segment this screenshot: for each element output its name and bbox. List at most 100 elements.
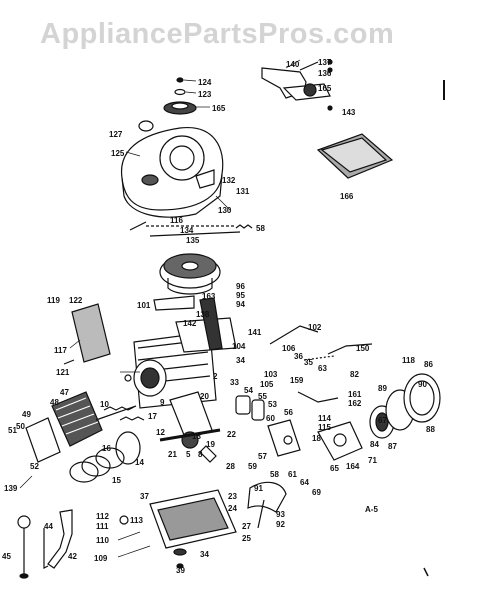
- part-label-166: 166: [340, 192, 354, 201]
- watermark: AppliancePartsPros.com: [40, 18, 395, 50]
- part-label-92: 92: [276, 520, 285, 529]
- part-label-51: 51: [8, 426, 17, 435]
- filter-pad-part: [316, 133, 394, 179]
- part-label-18: 18: [312, 434, 321, 443]
- part-label-58: 58: [256, 224, 265, 233]
- part-label-113: 113: [130, 516, 143, 525]
- part-label-65: 65: [330, 464, 339, 473]
- part-label-2: 2: [213, 372, 218, 381]
- part-label-64: 64: [300, 478, 309, 487]
- part-label-94: 94: [236, 300, 245, 309]
- part-label-87: 87: [388, 442, 397, 451]
- part-label-114: 114: [318, 414, 331, 423]
- part-label-69: 69: [312, 488, 321, 497]
- piston-part: [69, 431, 141, 483]
- part-label-124: 124: [198, 78, 212, 87]
- part-label-105: 105: [260, 380, 274, 389]
- part-label-39: 39: [176, 566, 185, 575]
- part-label-15: 15: [112, 476, 121, 485]
- part-label-24: 24: [228, 504, 237, 513]
- part-label-49: 49: [22, 410, 31, 419]
- part-label-14: 14: [135, 458, 144, 467]
- part-label-13: 13: [192, 432, 201, 441]
- part-label-60: 60: [266, 414, 275, 423]
- part-label-90: 90: [418, 380, 427, 389]
- part-label-19: 19: [206, 440, 215, 449]
- part-label-93: 93: [276, 510, 285, 519]
- part-label-45: 45: [2, 552, 11, 561]
- part-label-134: 134: [180, 226, 194, 235]
- part-label-63: 63: [318, 364, 327, 373]
- leader-lines: [19, 59, 301, 558]
- part-label-130: 130: [218, 206, 232, 215]
- part-label-163: 163: [202, 292, 216, 301]
- part-label-89: 89: [378, 384, 387, 393]
- gasket-parts: [235, 395, 301, 457]
- part-label-162: 162: [348, 399, 362, 408]
- part-label-12: 12: [156, 428, 165, 437]
- part-label-57: 57: [258, 452, 267, 461]
- part-label-21: 21: [168, 450, 177, 459]
- part-label-104: 104: [232, 342, 246, 351]
- housing-screws-part: [129, 221, 253, 237]
- part-label-142: 142: [183, 319, 197, 328]
- part-label-34: 34: [200, 550, 209, 559]
- part-label-8: 8: [198, 450, 203, 459]
- part-label-119: 119: [47, 296, 60, 305]
- part-label-123: 123: [198, 90, 212, 99]
- part-label-37: 37: [140, 492, 149, 501]
- part-label-47: 47: [60, 388, 69, 397]
- part-label-61: 61: [288, 470, 297, 479]
- part-label-50: 50: [16, 422, 25, 431]
- part-label-88: 88: [426, 425, 435, 434]
- part-label-115: 115: [318, 423, 331, 432]
- part-label-116: 116: [170, 216, 183, 225]
- part-label-56: 56: [284, 408, 293, 417]
- part-label-135: 135: [186, 236, 200, 245]
- part-label-150: 150: [356, 344, 370, 353]
- part-label-161: 161: [348, 390, 362, 399]
- part-label-131: 131: [236, 187, 250, 196]
- part-label-54: 54: [244, 386, 253, 395]
- part-label-111: 111: [96, 522, 109, 531]
- linkage-part: [269, 325, 373, 403]
- part-label-132: 132: [222, 176, 236, 185]
- engine-block-part: [133, 297, 237, 409]
- part-label-103: 103: [264, 370, 278, 379]
- part-label-55: 55: [258, 392, 267, 401]
- part-label-9: 9: [160, 398, 165, 407]
- part-label-96: 96: [236, 282, 245, 291]
- part-label-125: 125: [111, 149, 125, 158]
- part-label-53: 53: [268, 400, 277, 409]
- part-label-52: 52: [30, 462, 39, 471]
- part-label-58: 58: [270, 470, 279, 479]
- flywheel-part: [153, 253, 221, 311]
- part-label-127: 127: [109, 130, 123, 139]
- valve-parts: [95, 374, 145, 421]
- part-label-112: 112: [96, 512, 109, 521]
- part-label-35: 35: [304, 358, 313, 367]
- carburetor-part: [303, 355, 441, 461]
- part-label-67: 67: [378, 416, 387, 425]
- part-label-59: 59: [248, 462, 257, 471]
- dipstick-part: [17, 509, 73, 579]
- part-label-22: 22: [227, 430, 236, 439]
- part-label-23: 23: [228, 492, 237, 501]
- part-label-121: 121: [56, 368, 70, 377]
- baffle-plate-part: [63, 303, 111, 365]
- part-label-138: 138: [196, 310, 210, 319]
- part-label-84: 84: [370, 440, 379, 449]
- part-label-139: 139: [4, 484, 18, 493]
- part-label-159: 159: [290, 376, 304, 385]
- part-label-136: 136: [318, 69, 332, 78]
- part-label-141: 141: [248, 328, 262, 337]
- part-label-34: 34: [236, 356, 245, 365]
- washer-stack-part: [163, 59, 333, 115]
- part-label-137: 137: [318, 58, 332, 67]
- control-lever-part: [261, 61, 331, 101]
- part-label-117: 117: [54, 346, 67, 355]
- part-label-86: 86: [424, 360, 433, 369]
- part-label-42: 42: [68, 552, 77, 561]
- part-label-143: 143: [342, 108, 356, 117]
